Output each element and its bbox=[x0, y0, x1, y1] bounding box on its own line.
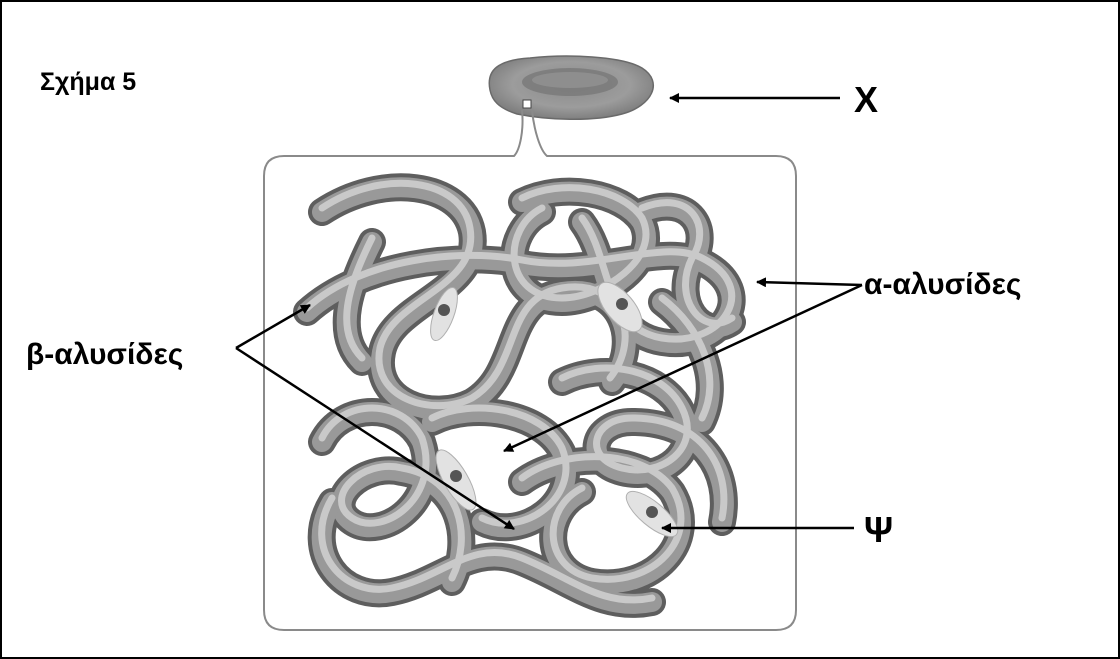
zoom-marker bbox=[522, 99, 532, 109]
heme-group-1 bbox=[430, 286, 458, 342]
arrow-alpha-2 bbox=[503, 283, 863, 453]
label-psi: Ψ bbox=[864, 509, 894, 550]
arrow-beta-2 bbox=[235, 346, 515, 531]
figure-title: Σχήμα 5 bbox=[40, 68, 137, 96]
label-x: Χ bbox=[854, 79, 879, 120]
zoom-callout-box bbox=[263, 109, 797, 631]
arrow-beta-1 bbox=[235, 303, 311, 350]
red-blood-cell-icon bbox=[488, 55, 654, 121]
arrow-alpha-1 bbox=[756, 277, 863, 288]
heme-group-3 bbox=[435, 449, 477, 511]
label-alpha-chains: α-αλυσίδες bbox=[864, 268, 1022, 301]
heme-group-2 bbox=[597, 281, 643, 333]
label-beta-chains: β-αλυσίδες bbox=[26, 338, 184, 371]
hemoglobin-molecule bbox=[293, 173, 746, 618]
